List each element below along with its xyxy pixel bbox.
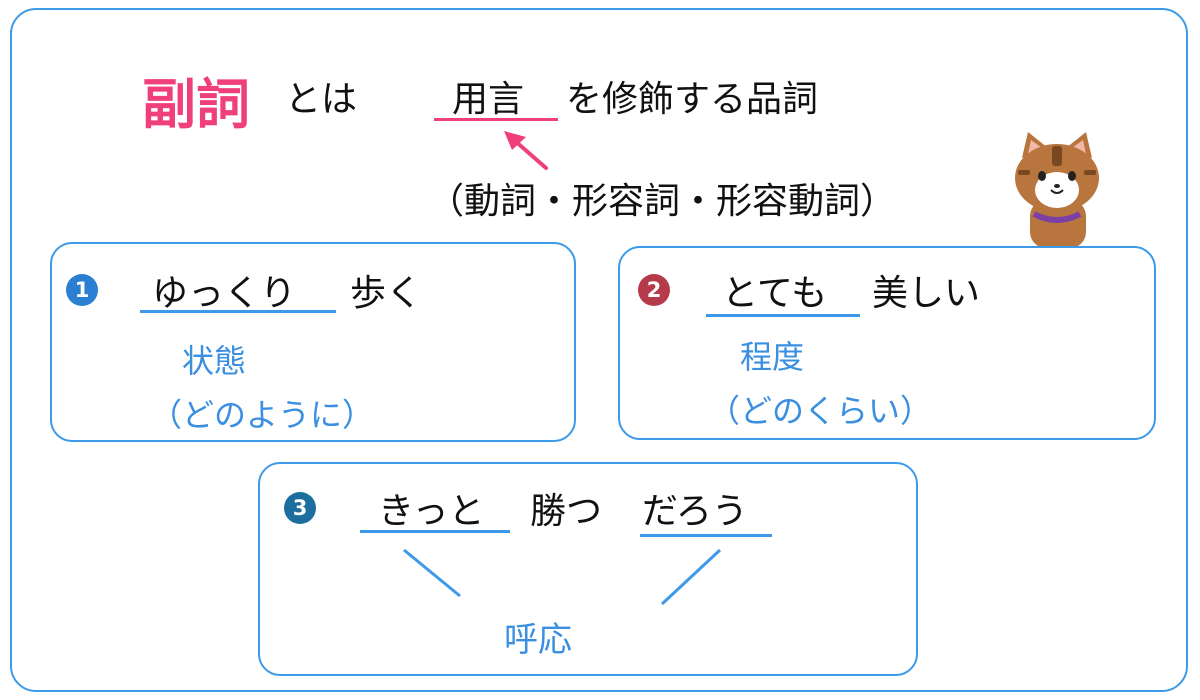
adverb-3: きっと <box>378 491 485 532</box>
number-badge-3: 3 <box>284 492 316 524</box>
category-2: 程度 <box>740 338 805 376</box>
category-1: 状態 <box>182 342 247 380</box>
verb-3: 勝つ <box>530 491 603 532</box>
outer-frame <box>10 8 1188 692</box>
adverb-2-underline <box>706 314 860 317</box>
number-badge-1: 1 <box>66 274 98 306</box>
adverb-1-underline <box>140 310 336 313</box>
example-box-2: 2 とても 美しい 程度 （どのくらい） <box>618 246 1156 440</box>
yougen-text: 用言 <box>452 79 525 120</box>
adverb-2: とても <box>722 273 828 314</box>
cat-icon <box>1015 132 1099 248</box>
definition-text: を修飾する品詞 <box>566 79 819 120</box>
adverb-1: ゆっくり <box>152 273 297 314</box>
yougen-types-text: （動詞・形容詞・形容動詞） <box>428 181 897 222</box>
question-2: （どのくらい） <box>708 392 933 430</box>
number-badge-2: 2 <box>638 274 670 306</box>
to-ha-text: とは <box>285 79 358 120</box>
example-box-1: 1 ゆっくり 歩く 状態 （どのように） <box>50 242 576 442</box>
example-box-3: 3 きっと 勝つ だろう 呼応 <box>258 462 918 676</box>
arrow-icon <box>504 131 548 170</box>
adverb-3-underline <box>360 530 510 533</box>
adjective-2: 美しい <box>872 273 981 314</box>
question-1: （どのように） <box>150 396 375 434</box>
verb-1: 歩く <box>350 273 423 314</box>
category-3: 呼応 <box>504 620 572 660</box>
yougen-underline <box>434 118 558 121</box>
term-fukushi: 副詞 <box>142 73 250 136</box>
correspondence-lines <box>403 548 722 606</box>
ending-3-underline <box>640 534 772 537</box>
ending-3: だろう <box>642 491 748 532</box>
